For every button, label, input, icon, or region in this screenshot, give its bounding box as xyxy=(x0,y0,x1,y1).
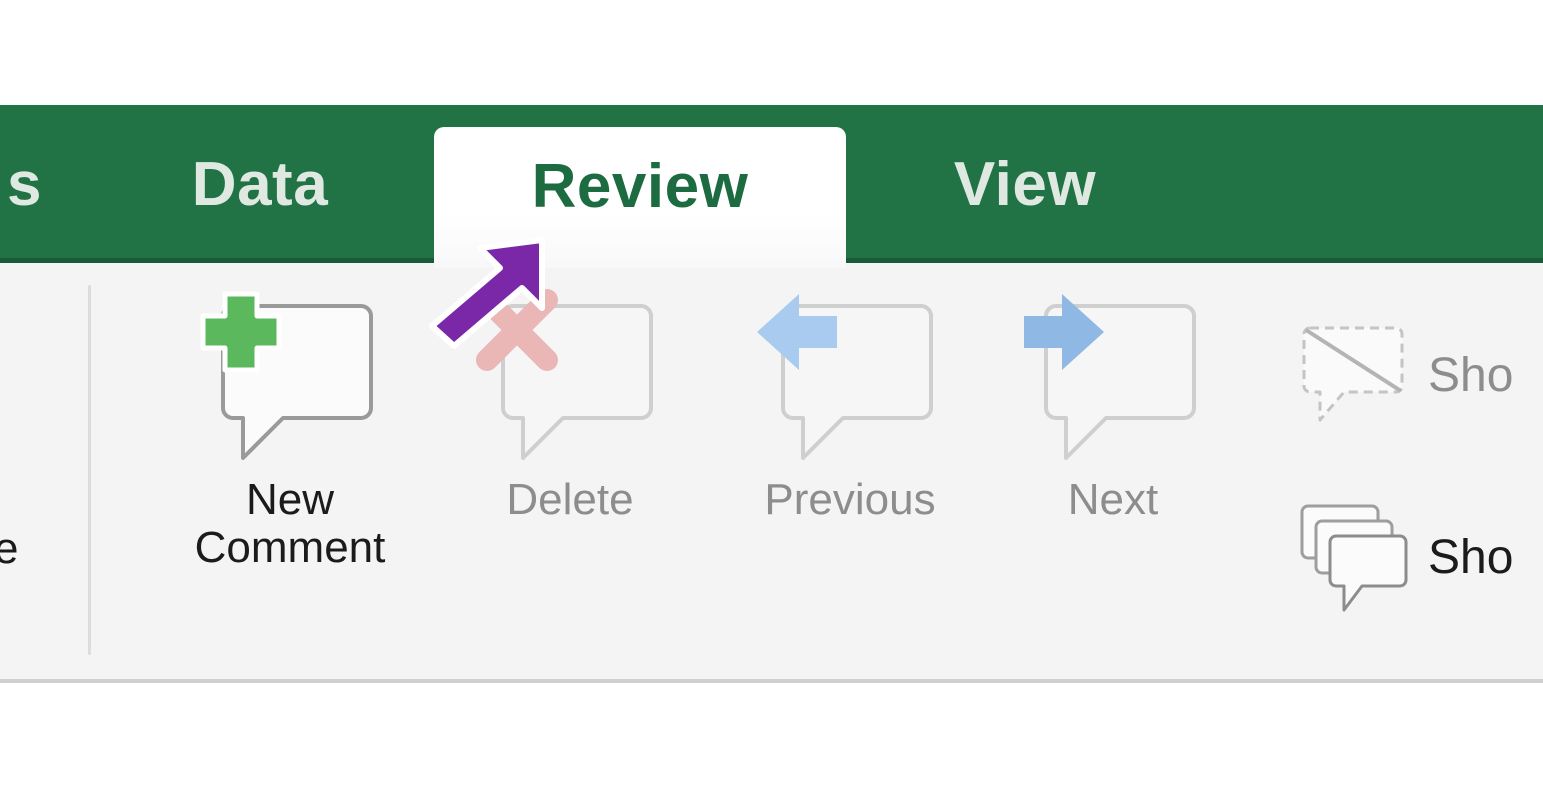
ribbon-button-next-label: Next xyxy=(1067,475,1159,524)
ribbon-button-new-comment[interactable]: New Comment xyxy=(120,290,460,571)
ribbon-button-next[interactable]: Next xyxy=(1018,290,1208,524)
tab-data-label: Data xyxy=(191,149,329,219)
ribbon-button-show-hide-comment-label: Sho xyxy=(1428,348,1514,402)
comment-next-icon xyxy=(1018,290,1208,470)
comments-stack-icon xyxy=(1290,500,1420,615)
comment-delete-icon xyxy=(475,289,665,470)
ribbon-button-delete[interactable]: Delete xyxy=(462,289,678,524)
ribbon-tab-strip: s Data Review View xyxy=(0,105,1543,268)
tab-view-label: View xyxy=(953,149,1097,219)
tab-data[interactable]: Data xyxy=(160,105,360,263)
tab-review-label: Review xyxy=(531,152,749,221)
ribbon-button-new-comment-label: New Comment xyxy=(194,475,386,572)
ribbon-button-show-all-comments-label: Sho xyxy=(1428,531,1514,584)
tab-partial-left[interactable]: s xyxy=(0,105,42,263)
comment-plus-icon xyxy=(195,290,385,470)
ribbon-button-show-all-comments[interactable]: Sho xyxy=(1290,500,1513,615)
ribbon-button-previous-label: Previous xyxy=(764,475,936,524)
truncated-left-label: e xyxy=(0,524,19,573)
ribbon-button-delete-label: Delete xyxy=(506,475,634,524)
tab-review[interactable]: Review xyxy=(434,127,846,268)
comment-previous-icon xyxy=(755,290,945,470)
ribbon-button-show-hide-comment[interactable]: Sho xyxy=(1290,320,1513,430)
window-top-area xyxy=(0,0,1543,105)
tab-partial-left-label: s xyxy=(7,149,42,219)
ribbon-group-separator xyxy=(88,285,91,655)
tab-view[interactable]: View xyxy=(920,105,1130,263)
comment-hide-icon xyxy=(1290,320,1420,430)
ribbon-button-previous[interactable]: Previous xyxy=(700,290,1000,524)
